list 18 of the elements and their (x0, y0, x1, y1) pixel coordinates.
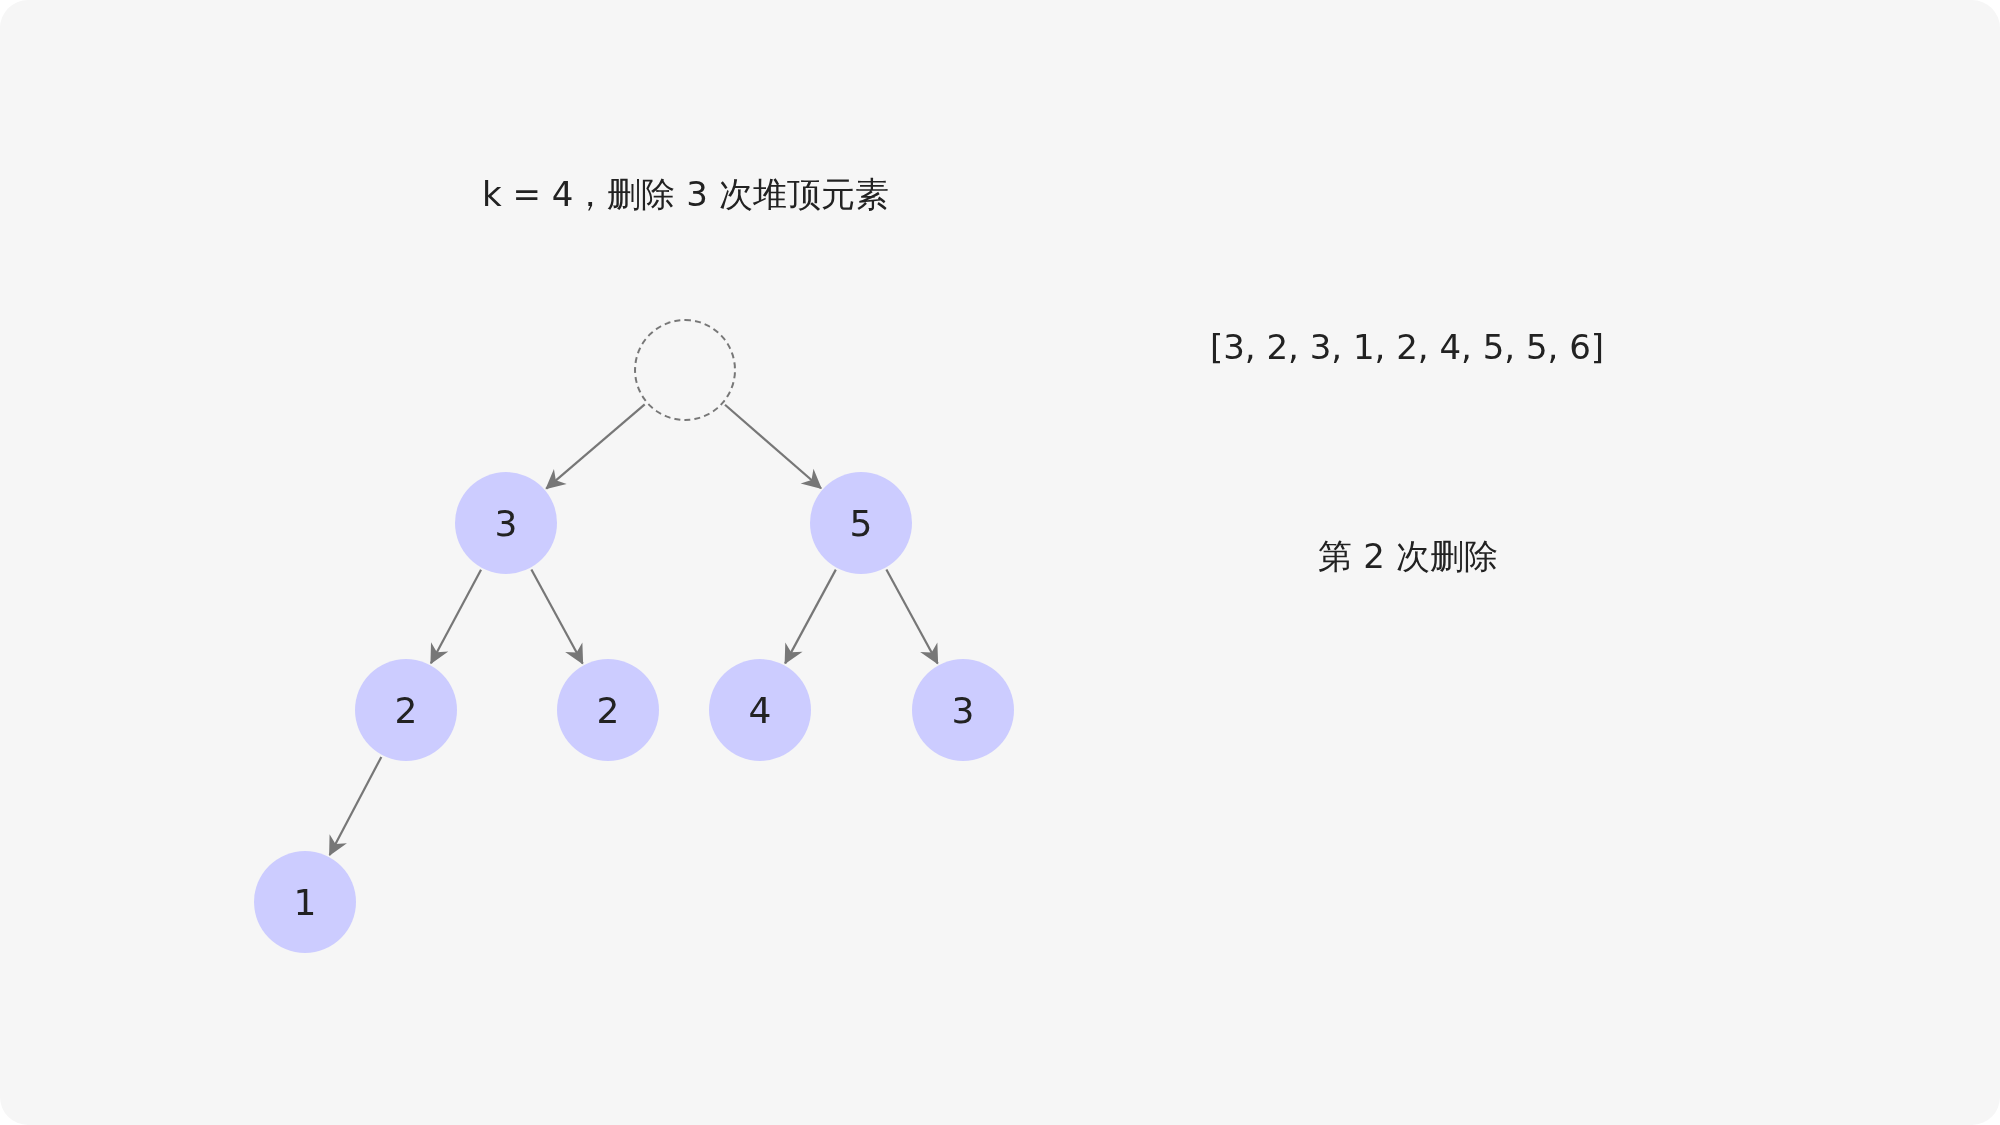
arrow (784, 569, 837, 665)
heap-node: 2 (557, 659, 659, 761)
arrow (545, 403, 646, 490)
arrow (724, 403, 822, 490)
heap-node: 4 (709, 659, 811, 761)
step-label: 第 2 次删除 (1318, 535, 1498, 578)
array-text: [3, 2, 3, 1, 2, 4, 5, 5, 6] (1209, 327, 1605, 367)
heap-node: 3 (912, 659, 1014, 761)
heap-node: 5 (810, 472, 912, 574)
title: k = 4，删除 3 次堆顶元素 (482, 173, 889, 216)
heap-node: 2 (355, 659, 457, 761)
heap-node: 3 (455, 472, 557, 574)
arrow (530, 569, 584, 665)
arrow (328, 756, 383, 857)
empty-circle (634, 319, 736, 421)
arrow (885, 569, 939, 665)
heap-node: 1 (254, 851, 356, 953)
arrow (430, 569, 482, 665)
